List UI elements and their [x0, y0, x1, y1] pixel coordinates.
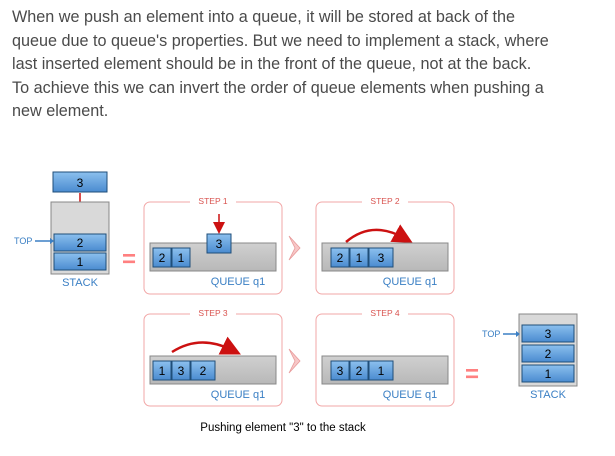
queue-cell [368, 360, 394, 381]
equals-sign: = [122, 246, 136, 273]
paragraph-line: To achieve this we can invert the order … [12, 78, 544, 97]
stack-cell [521, 324, 575, 343]
queue-cell-label: 1 [356, 251, 363, 265]
top-pointer-head [516, 331, 520, 337]
stack-cell-label: 3 [545, 327, 552, 341]
queue-cell-label: 2 [159, 251, 166, 265]
top-pointer-head [50, 238, 54, 244]
queue-label: QUEUE q1 [383, 276, 437, 288]
incoming-element-label: 3 [77, 176, 84, 190]
queue-cell-label: 2 [356, 364, 363, 378]
initial-stack: 3 2 1 TOP STACK [14, 171, 110, 289]
queue-label: QUEUE q1 [211, 276, 265, 288]
queue-cell [349, 247, 369, 268]
stack-cell [521, 344, 575, 363]
queue-cell [190, 360, 216, 381]
queue-cell-label: 1 [178, 251, 185, 265]
queue-cell-label: 2 [337, 251, 344, 265]
queue-label: QUEUE q1 [383, 389, 437, 401]
move-arrow [171, 336, 241, 355]
stack-label: STACK [62, 277, 99, 289]
step-1-title: STEP 1 [198, 196, 227, 206]
stack-cell-label: 2 [545, 347, 552, 361]
top-label: TOP [482, 329, 500, 339]
queue-cell-label: 3 [378, 251, 385, 265]
queue-cell [330, 247, 350, 268]
step-2-title: STEP 2 [370, 196, 399, 206]
step-4-title: STEP 4 [370, 308, 399, 318]
equals-sign: = [465, 361, 479, 388]
queue-cell-label: 1 [378, 364, 385, 378]
stack-cell [53, 233, 107, 252]
step-4-panel: STEP 4 3 2 1 QUEUE q1 [315, 307, 455, 407]
stack-cell-label: 1 [77, 255, 84, 269]
queue-cell [152, 360, 172, 381]
paragraph-line: last inserted element should be in the f… [12, 55, 532, 73]
step-3-title: STEP 3 [198, 308, 227, 318]
queue-cell [152, 247, 172, 268]
queue-cell-label: 3 [337, 364, 344, 378]
step-3-panel: STEP 3 1 3 2 QUEUE q1 [143, 307, 283, 407]
queue-cell-label: 3 [178, 364, 185, 378]
queue-cell-label: 1 [159, 364, 166, 378]
diagram-caption: Pushing element "3" to the stack [200, 422, 366, 434]
step-1-panel: STEP 1 3 2 1 QUEUE q1 [143, 195, 283, 295]
queue-label: QUEUE q1 [211, 389, 265, 401]
queue-cell [330, 360, 350, 381]
queue-cell [171, 360, 191, 381]
queue-cell [171, 247, 191, 268]
stack-cell [521, 364, 575, 383]
chevron-right-icon [288, 235, 301, 261]
final-stack: 3 2 1 TOP STACK [482, 313, 578, 401]
paragraph-line: When we push an element into a queue, it… [12, 8, 516, 26]
incoming-element [52, 171, 108, 193]
stack-cell-label: 1 [545, 367, 552, 381]
queue-cell [368, 247, 394, 268]
paragraph-line: new element. [12, 102, 109, 120]
explanation-paragraph: When we push an element into a queue, it… [12, 6, 607, 124]
chevron-right-icon [288, 348, 301, 374]
incoming-element-label: 3 [216, 237, 223, 251]
incoming-element [206, 233, 232, 254]
move-arrow [345, 224, 413, 243]
stack-label: STACK [530, 389, 567, 401]
queue-cell-label: 2 [200, 364, 207, 378]
queue-cell [349, 360, 369, 381]
step-2-panel: STEP 2 2 1 3 QUEUE q1 [315, 195, 455, 295]
stack-cell-label: 2 [77, 236, 84, 250]
stack-cell [53, 252, 107, 271]
top-label: TOP [14, 236, 32, 246]
paragraph-line: queue due to queue's properties. But we … [12, 31, 549, 50]
